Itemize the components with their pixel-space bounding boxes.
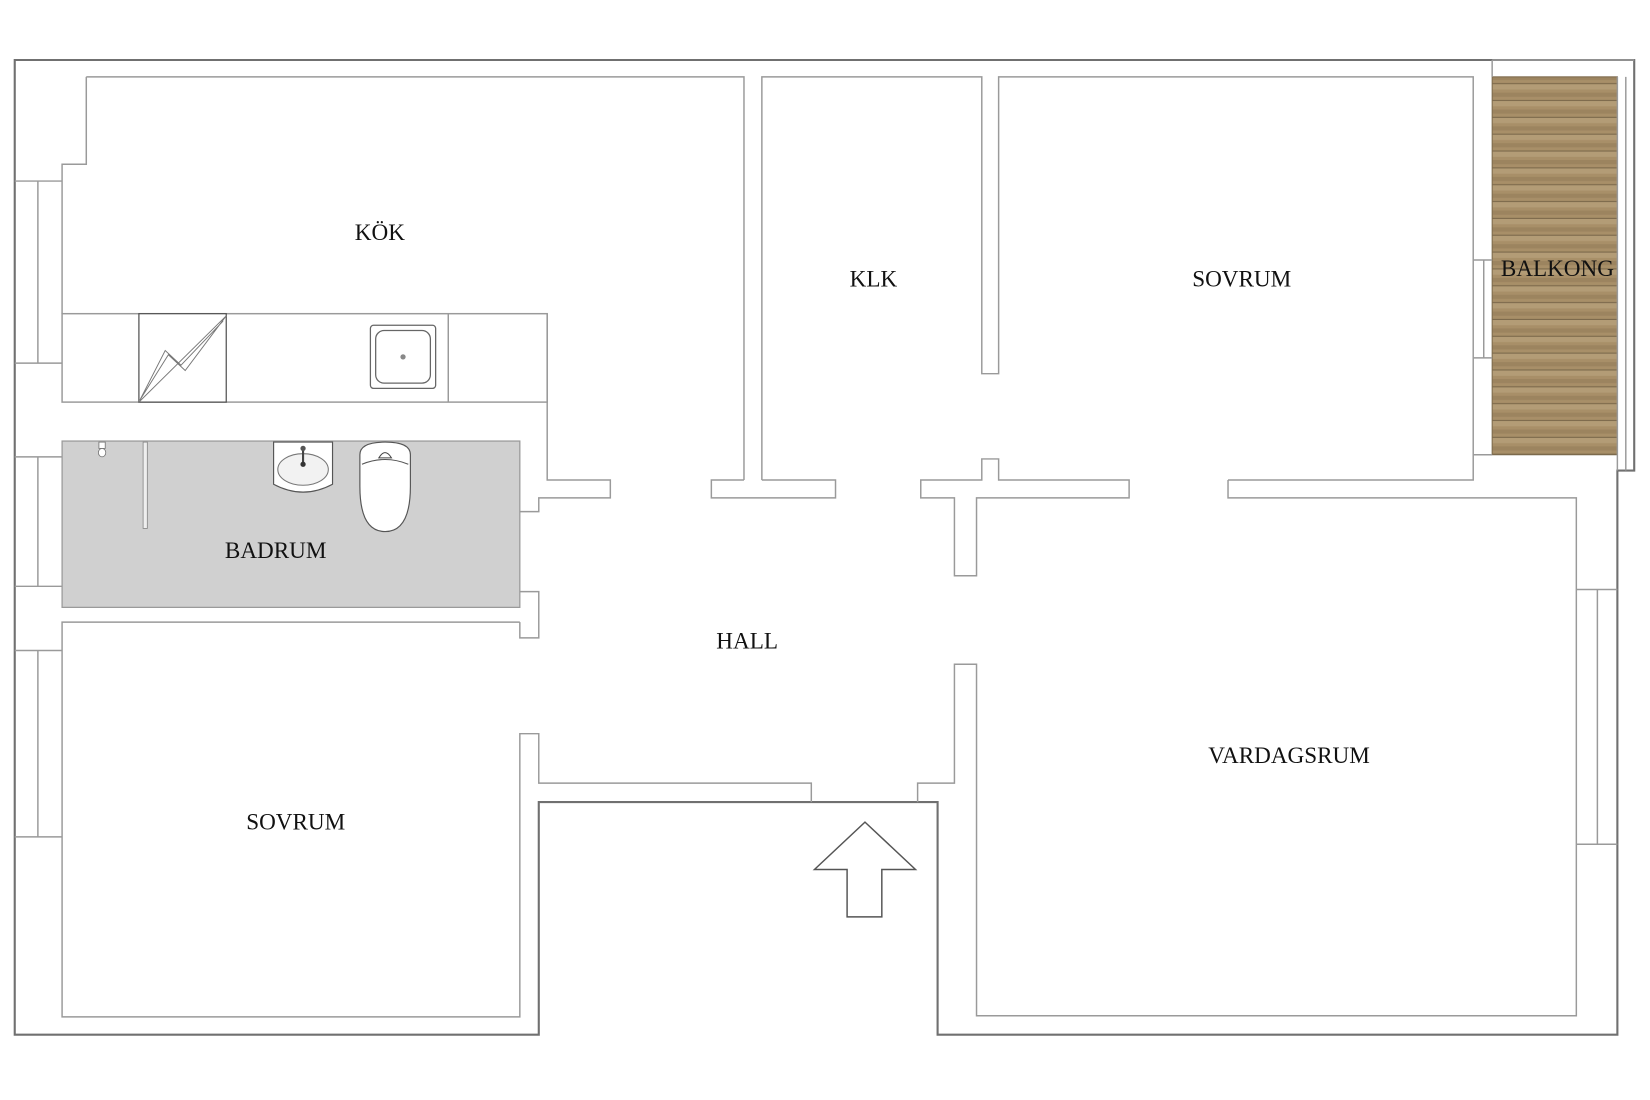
window-living-room (1576, 588, 1618, 845)
balcony (1473, 59, 1635, 471)
room-label-living-room: VARDAGSRUM (1208, 743, 1370, 769)
kitchen-sink-icon (369, 324, 437, 390)
bathroom-door-jamb (519, 590, 540, 639)
hall-entrance-jamb (916, 480, 1578, 1017)
kitchen-counter (61, 312, 548, 403)
room-label-balcony: BALKONG (1501, 256, 1614, 282)
wall-junction (920, 458, 1130, 577)
kitchen-wall (61, 76, 745, 480)
exterior-wall (13, 58, 1636, 1036)
room-label-bedroom-1: SOVRUM (1192, 266, 1291, 292)
stove-icon (138, 313, 227, 403)
shower-head-icon (97, 441, 107, 458)
toilet-icon (359, 441, 411, 533)
room-label-kitchen: KÖK (355, 220, 405, 246)
room-label-bathroom: BADRUM (225, 538, 327, 564)
bathroom (61, 440, 521, 608)
window-bedroom-2 (14, 649, 63, 838)
window-kitchen (14, 180, 63, 364)
kitchen-lower-wall (519, 313, 612, 513)
shower-screen (142, 441, 148, 529)
room-label-bedroom-2: SOVRUM (246, 810, 345, 836)
room-label-closet: KLK (850, 266, 898, 292)
bedroom-2-wall (61, 621, 813, 1018)
closet-wall (761, 76, 1474, 481)
balcony-door (1473, 259, 1493, 359)
washbasin-icon (273, 441, 334, 493)
window-bathroom (14, 456, 63, 588)
closet-door-stub (710, 479, 837, 499)
room-label-hall: HALL (716, 628, 778, 654)
entrance-arrow-icon (812, 821, 918, 918)
